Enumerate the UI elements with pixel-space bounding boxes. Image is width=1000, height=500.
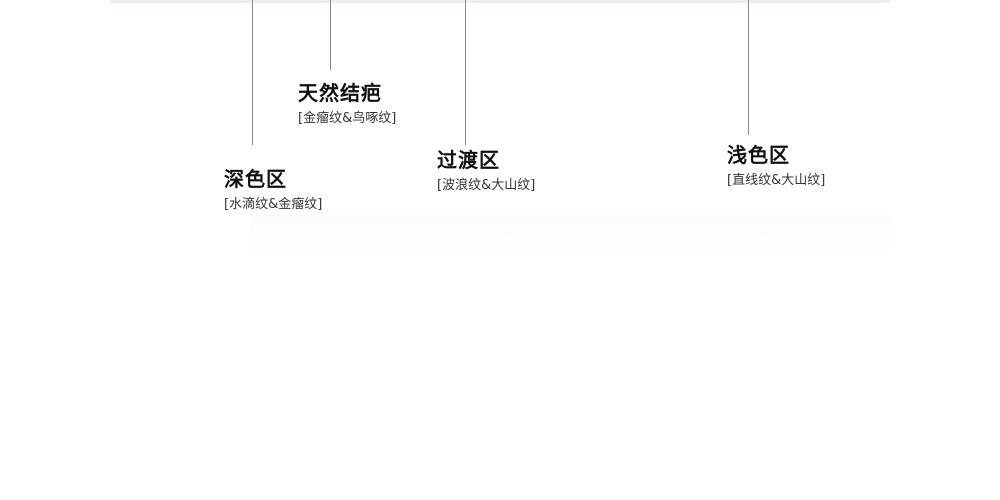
callout-dark-zone: 深色区 [水滴纹&金瘤纹] bbox=[224, 167, 322, 213]
leader-line-natural-scar bbox=[330, 0, 331, 70]
leader-line-dark-zone bbox=[252, 0, 253, 145]
callout-title: 深色区 bbox=[224, 167, 287, 191]
image-edge-strip bbox=[110, 0, 890, 3]
callout-subtitle: [金瘤纹&鸟啄纹] bbox=[298, 111, 397, 126]
leader-line-light-zone bbox=[748, 0, 749, 135]
callout-subtitle: [直线纹&大山纹] bbox=[727, 173, 826, 188]
callout-title: 过渡区 bbox=[437, 148, 500, 172]
leader-line-transition-zone bbox=[465, 0, 466, 145]
background-fade bbox=[250, 215, 890, 260]
callout-subtitle: [波浪纹&大山纹] bbox=[437, 178, 536, 193]
callout-transition-zone: 过渡区 [波浪纹&大山纹] bbox=[437, 148, 535, 194]
callout-subtitle: [水滴纹&金瘤纹] bbox=[224, 197, 323, 212]
callout-natural-scar: 天然结疤 [金瘤纹&鸟啄纹] bbox=[298, 81, 396, 127]
callout-light-zone: 浅色区 [直线纹&大山纹] bbox=[727, 143, 825, 189]
callout-title: 天然结疤 bbox=[298, 81, 382, 105]
callout-title: 浅色区 bbox=[727, 143, 790, 167]
